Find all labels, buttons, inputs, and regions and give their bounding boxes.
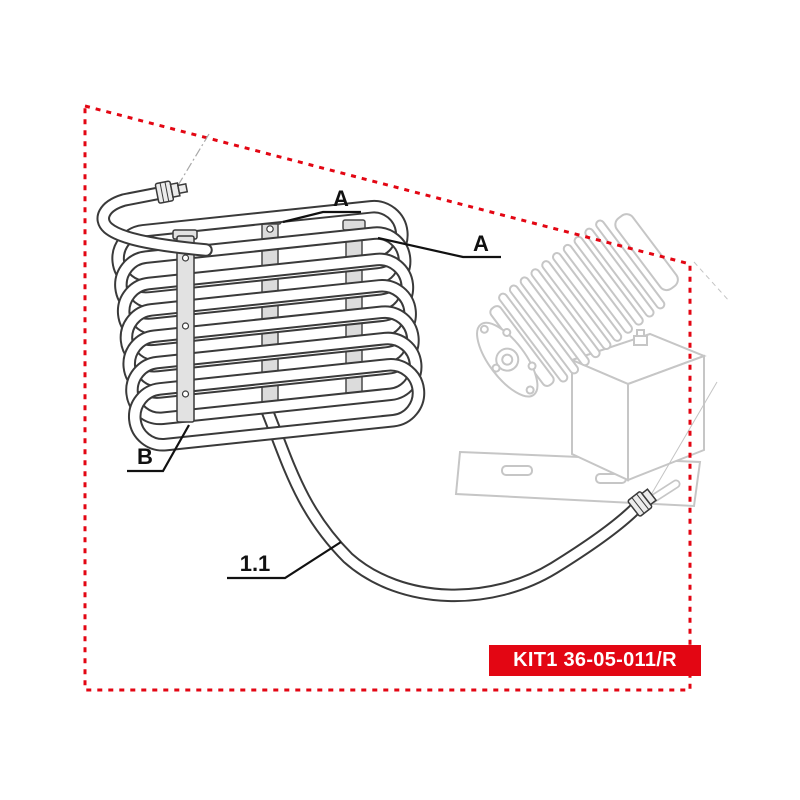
- coil-loop: [129, 360, 424, 450]
- reference-axis-line: [647, 381, 718, 501]
- callouts: A A B 1.1: [127, 186, 501, 580]
- cooling-coil: [111, 199, 426, 452]
- kit-code-badge: KIT1 36-05-011/R: [489, 645, 701, 676]
- callout-label-a2: A: [473, 231, 489, 256]
- finned-cylinder: [476, 213, 679, 398]
- fitting-centerline: [173, 133, 210, 193]
- callout-label-hose: 1.1: [240, 551, 271, 576]
- reference-axis-line: [693, 261, 731, 303]
- coil-inlet-tube: [96, 180, 213, 257]
- leader-line-hose: [227, 541, 342, 580]
- hose-fitting-nut: [627, 488, 658, 517]
- compressor-ghost-drawing: [454, 213, 731, 508]
- leader-line-a1: [282, 210, 361, 224]
- leader-line-a2: [377, 236, 501, 259]
- kit-boundary-dashed-border: [83, 104, 692, 692]
- base-slot: [501, 465, 533, 476]
- tank-right-face: [627, 354, 705, 482]
- callout-label-b: B: [137, 444, 153, 469]
- flexible-hose: [259, 401, 658, 602]
- tank-bolt: [633, 335, 648, 346]
- coil-bracket-front: [172, 229, 198, 423]
- tank-bolt-head: [636, 329, 645, 337]
- inlet-fitting-nut: [154, 180, 189, 204]
- callout-label-a1: A: [333, 186, 349, 211]
- coil-loop: [127, 333, 421, 424]
- leader-line-b: [127, 424, 190, 473]
